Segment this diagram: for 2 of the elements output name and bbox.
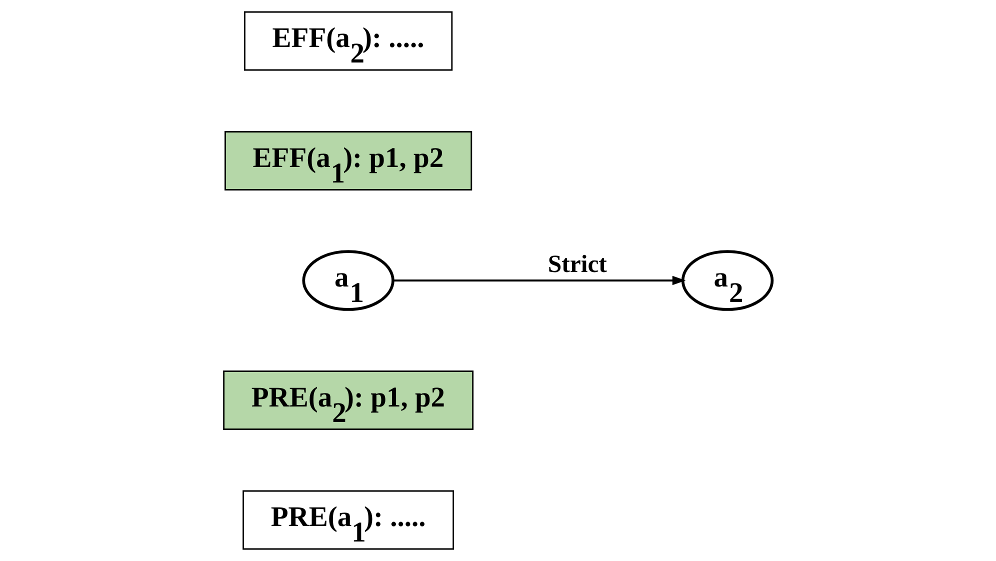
arrow: [393, 276, 686, 286]
edge-label: Strict: [548, 250, 607, 278]
